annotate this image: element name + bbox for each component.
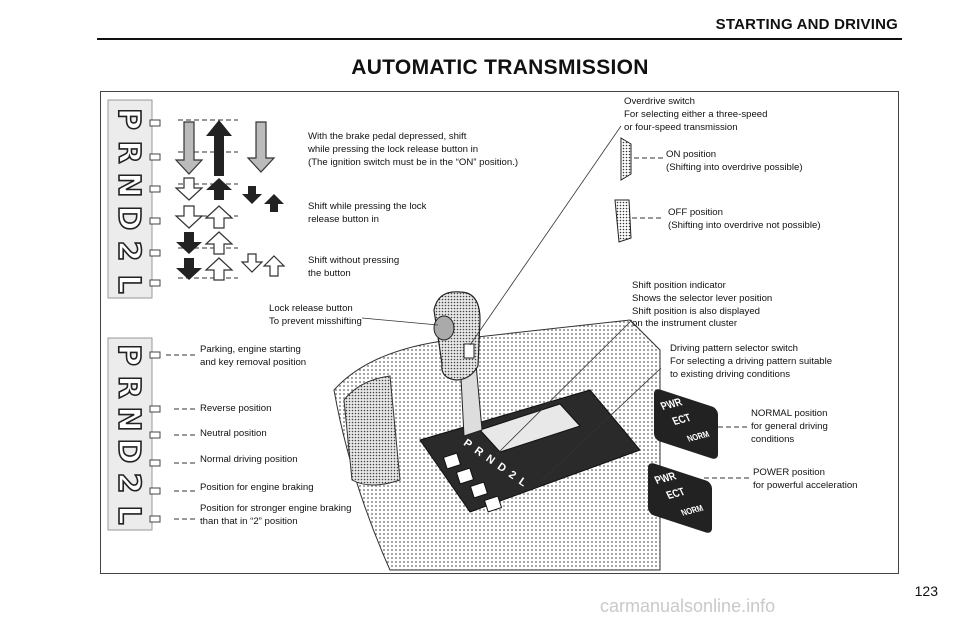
label-low: Position for stronger engine braking tha… xyxy=(200,503,352,527)
label-parking: Parking, engine starting and key removal… xyxy=(200,344,307,368)
label-lock-release: Lock release button To prevent misshifti… xyxy=(269,303,362,327)
label-od-on: ON position (Shifting into overdrive pos… xyxy=(666,149,803,173)
lower-gate-diagram xyxy=(107,337,198,531)
label-pattern-switch: Driving pattern selector switch For sele… xyxy=(670,343,833,380)
label-overdrive: Overdrive switch For selecting either a … xyxy=(624,96,768,133)
switch-ect-label: ECT xyxy=(670,412,694,429)
label-second: Position for engine braking xyxy=(200,482,314,493)
legend-lock-shift: Shift while pressing the lock release bu… xyxy=(308,201,427,225)
legend-brake-shift: With the brake pedal depressed, shift wh… xyxy=(308,131,519,168)
section-title: STARTING AND DRIVING xyxy=(715,16,898,33)
label-drive: Normal driving position xyxy=(200,454,298,465)
switch-pwr-label: PWR xyxy=(658,396,685,414)
label-indicator: Shift position indicator Shows the selec… xyxy=(632,280,773,330)
header-rule xyxy=(97,38,902,40)
overdrive-off-switch xyxy=(614,199,632,243)
upper-gate-diagram xyxy=(107,99,286,299)
label-normal-mode: NORMAL position for general driving cond… xyxy=(751,408,828,445)
console-illustration xyxy=(333,291,661,571)
label-od-off: OFF position (Shifting into overdrive no… xyxy=(668,207,821,231)
page-title: AUTOMATIC TRANSMISSION xyxy=(351,56,649,79)
watermark: carmanualsonline.info xyxy=(600,596,776,616)
switch-norm-label: NORM xyxy=(685,429,712,444)
switch-norm-label: NORM xyxy=(679,503,706,518)
page-number: 123 xyxy=(914,583,938,599)
label-power-mode: POWER position for powerful acceleration xyxy=(753,467,858,491)
legend-free-shift: Shift without pressing the button xyxy=(308,255,400,279)
overdrive-on-switch xyxy=(620,137,632,181)
diagram-frame xyxy=(100,91,899,574)
switch-pwr-label: PWR xyxy=(652,470,679,488)
switch-ect-label: ECT xyxy=(664,486,688,503)
label-neutral: Neutral position xyxy=(200,428,267,439)
label-reverse: Reverse position xyxy=(200,403,272,414)
